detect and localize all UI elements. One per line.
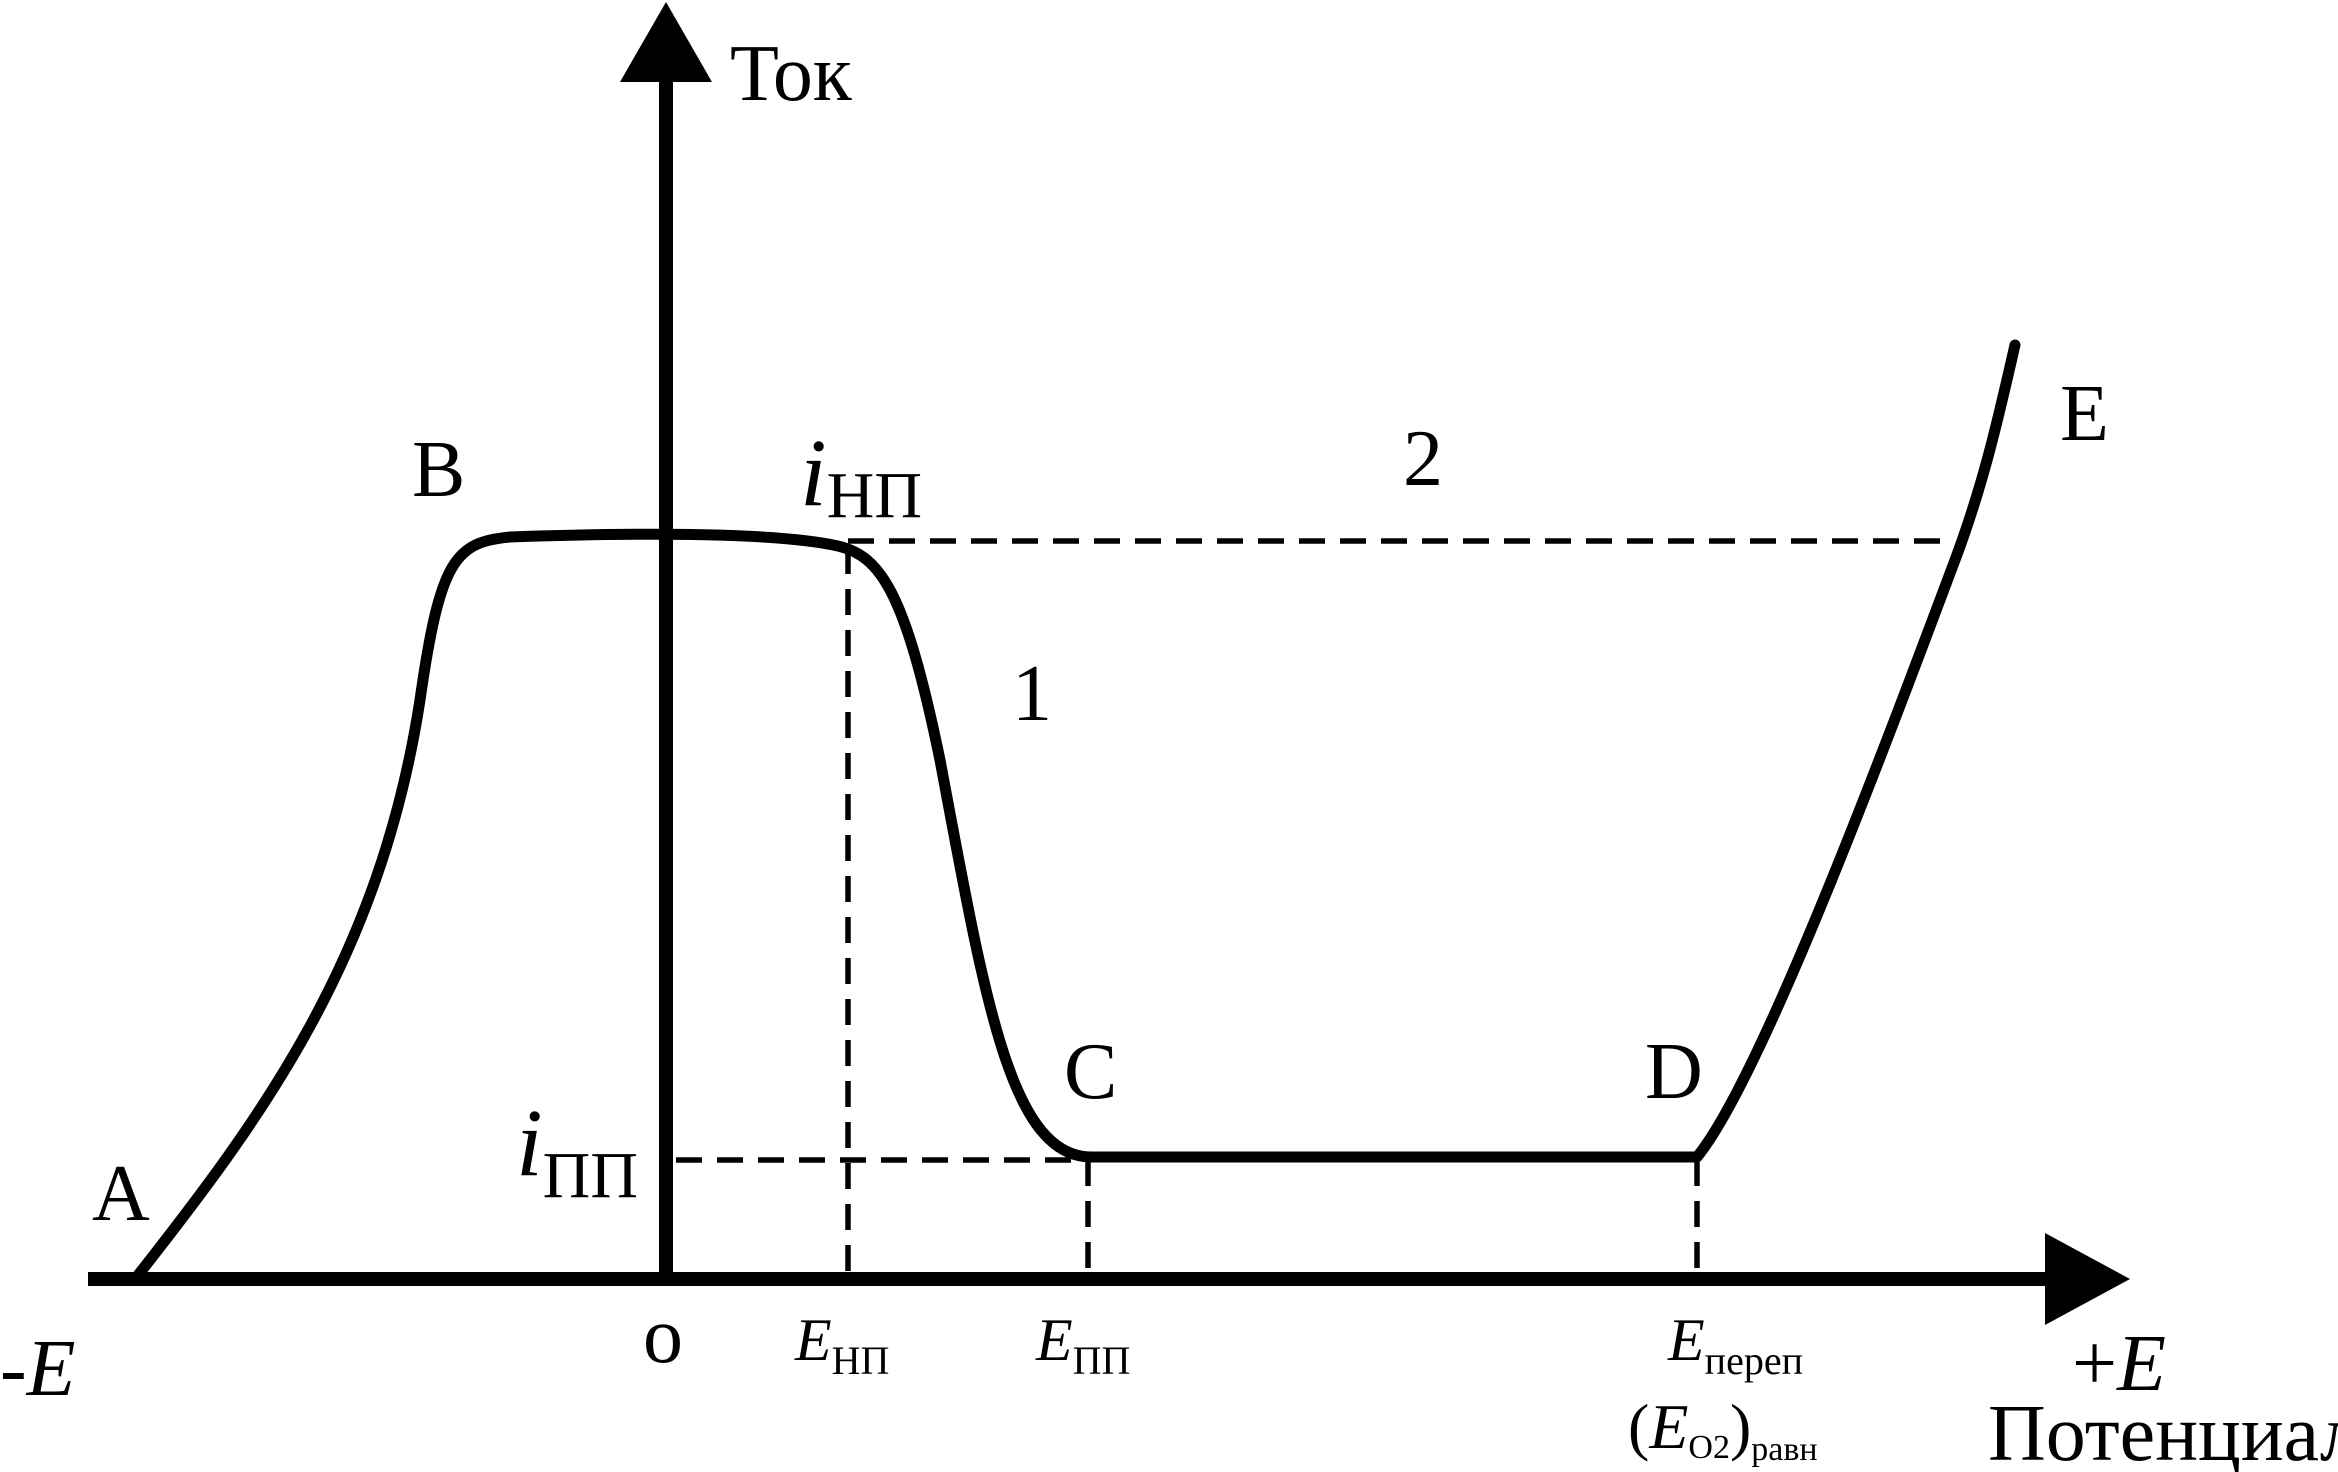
x-positive-symbol: E	[2116, 1320, 2166, 1408]
e-o2-symbol: E	[1648, 1391, 1688, 1462]
i-np-subscript: НП	[827, 459, 922, 532]
curve-2-label: 2	[1403, 415, 1443, 503]
point-e-label: E	[2060, 370, 2109, 458]
e-o2-subscript: O2	[1688, 1429, 1730, 1466]
e-pp-symbol: E	[1035, 1307, 1073, 1373]
point-d-label: D	[1645, 1028, 1703, 1116]
x-negative-symbol: E	[26, 1325, 76, 1413]
i-pp-symbol: i	[516, 1089, 543, 1196]
e-pp-subscript: ПП	[1073, 1338, 1131, 1383]
y-axis-arrowhead	[620, 2, 712, 82]
x-negative-sign: -	[0, 1325, 27, 1413]
i-pp-label: iПП	[516, 1089, 638, 1212]
x-axis-label: Потенциал	[1988, 1390, 2338, 1472]
y-axis-label: Ток	[730, 30, 852, 118]
curve-1-label: 1	[1012, 650, 1052, 738]
point-c-label: C	[1064, 1028, 1117, 1116]
origin-label: о	[643, 1292, 683, 1380]
e-o2-close-paren: )	[1730, 1391, 1751, 1462]
e-perep-symbol: E	[1667, 1307, 1705, 1373]
e-np-symbol: E	[794, 1307, 832, 1373]
e-perep-subscript: переп	[1705, 1338, 1803, 1383]
x-positive-label: +E	[2072, 1320, 2166, 1408]
e-o2-open-paren: (	[1628, 1391, 1649, 1462]
e-pp-label: EПП	[1035, 1307, 1130, 1383]
e-o2-equilibrium-subscript: равн	[1751, 1431, 1817, 1468]
i-np-symbol: i	[800, 419, 827, 526]
point-b-label: B	[412, 426, 465, 514]
polarization-curve	[129, 339, 2021, 1285]
i-np-label: iНП	[800, 419, 922, 532]
x-axis-arrowhead	[2045, 1233, 2130, 1325]
x-negative-label: -E	[0, 1325, 76, 1413]
x-positive-sign: +	[2072, 1320, 2117, 1408]
e-np-label: EНП	[794, 1307, 889, 1383]
e-np-subscript: НП	[832, 1338, 890, 1383]
i-pp-subscript: ПП	[543, 1139, 638, 1212]
e-o2-equilibrium-label: (EO2)равн	[1628, 1391, 1818, 1468]
point-a-label: A	[92, 1150, 150, 1238]
e-perep-label: Eпереп	[1667, 1307, 1803, 1383]
